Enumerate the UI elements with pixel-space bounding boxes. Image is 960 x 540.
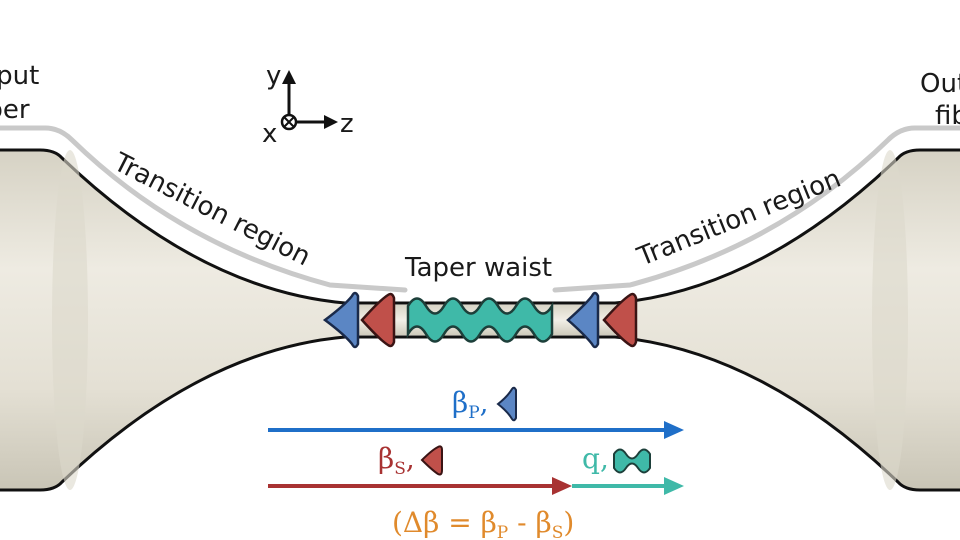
pump-arrow: βP, bbox=[268, 386, 684, 439]
right-fiber-end bbox=[872, 150, 908, 490]
stokes-wave-packet-left bbox=[360, 292, 396, 348]
coordinate-axes: y z x bbox=[262, 61, 354, 149]
output-fiber-label-line1: Output bbox=[920, 69, 960, 99]
pump-wave-packet-left bbox=[322, 291, 360, 349]
axis-x-label: x bbox=[262, 119, 277, 149]
phase-mismatch-equation: (Δβ = βP - βS) bbox=[392, 506, 574, 540]
left-fiber-end bbox=[52, 150, 88, 490]
input-fiber-label-line2: fiber bbox=[0, 95, 30, 125]
input-fiber-label-line1: Input bbox=[0, 61, 39, 91]
acoustic-arrow: q, bbox=[572, 442, 684, 495]
left-region-guide bbox=[0, 125, 408, 293]
acoustic-packet-icon bbox=[613, 448, 651, 474]
acoustic-q-label: q, bbox=[582, 442, 609, 475]
pump-beta-label: βP, bbox=[452, 386, 489, 423]
acoustic-wave bbox=[406, 297, 554, 343]
taper-waist-label: Taper waist bbox=[404, 253, 552, 283]
axis-z-label: z bbox=[340, 109, 354, 139]
stokes-beta-label: βS, bbox=[378, 442, 415, 479]
stokes-arrow: βS, bbox=[268, 442, 572, 495]
stokes-wave-packet-right bbox=[602, 292, 638, 348]
stokes-packet-icon bbox=[420, 445, 443, 476]
pump-packet-icon bbox=[496, 386, 517, 422]
right-region-guide bbox=[552, 125, 960, 293]
pump-wave-packet-right bbox=[566, 291, 600, 349]
output-fiber-label-line2: fiber bbox=[935, 101, 960, 131]
axis-y-label: y bbox=[266, 61, 281, 91]
